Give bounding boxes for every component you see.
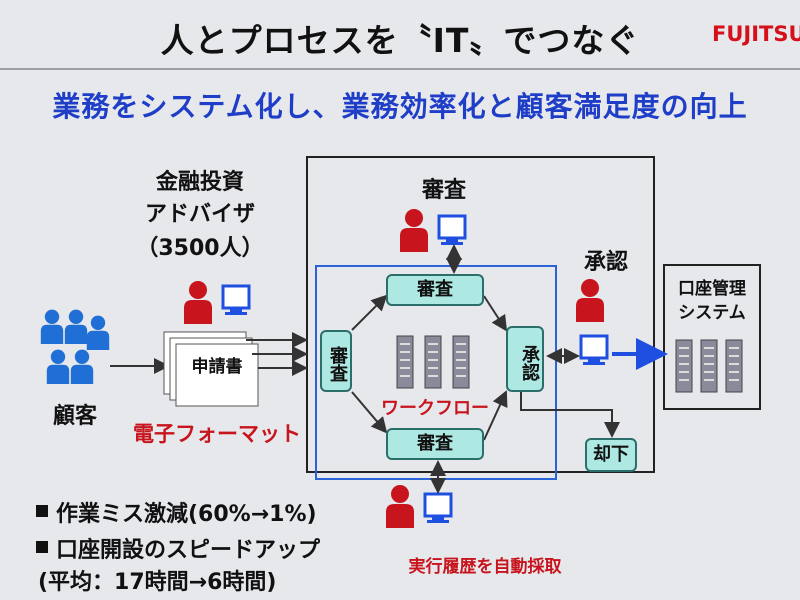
customer-label: 顧客 (52, 404, 97, 429)
advisor-label-line1: 金融投資 (155, 170, 244, 195)
advisor-label-line3: （3500人） (136, 236, 264, 261)
approve-label: 承認 (583, 250, 628, 275)
bullet-item-2: 口座開設のスピードアップ (56, 538, 321, 563)
bullet-item-1: 作業ミス激減(60%→1%) (56, 502, 317, 527)
box-review-left: 審査 (320, 330, 352, 392)
box-reject: 却下 (585, 438, 637, 472)
box-review-top: 審査 (386, 274, 484, 306)
eformat-label: 電子フォーマット (133, 422, 301, 446)
workflow-label: ワークフロー (381, 398, 489, 419)
bullet-item-2-sub: (平均：17時間→6時間) (38, 570, 277, 595)
box-approve: 承認 (506, 326, 544, 392)
log-label: 実行履歴を自動採取 (408, 557, 562, 577)
slide-title: 人とプロセスを〝IT〟でつなぐ (160, 21, 640, 60)
customer-group-icon (40, 309, 110, 384)
slide-subtitle: 業務をシステム化し、業務効率化と顧客満足度の向上 (52, 90, 748, 123)
system-frame (306, 156, 655, 473)
account-system-label-2: システム (678, 303, 746, 323)
box-review-bottom: 審査 (386, 428, 484, 460)
account-system-frame (663, 264, 761, 410)
server-rack-icon (396, 335, 470, 389)
header-divider (0, 68, 800, 70)
form-label: 申請書 (191, 357, 243, 377)
advisor-label-line2: アドバイザ (144, 202, 255, 227)
fujitsu-logo: FUJITSU (712, 22, 800, 46)
review-top-label: 審査 (421, 178, 466, 203)
account-system-label-1: 口座管理 (678, 279, 746, 299)
